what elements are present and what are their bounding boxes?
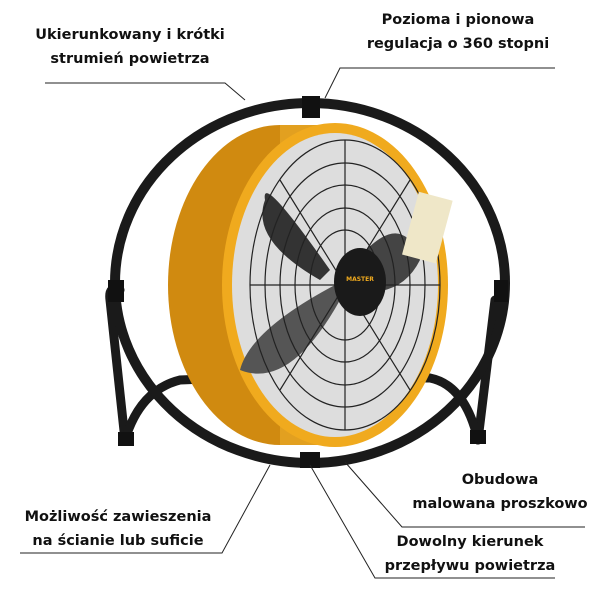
right-foot — [470, 430, 486, 444]
callout-direction-line1: Dowolny kierunek — [396, 534, 544, 550]
bottom-pivot — [300, 452, 320, 468]
callout-rotation-line1: Pozioma i pionowa — [381, 12, 535, 28]
left-pivot-knob — [108, 280, 124, 302]
callout-airflow-line2: strumień powietrza — [50, 51, 210, 67]
callout-coating: Obudowa malowana proszkowo — [412, 468, 587, 516]
right-pivot-knob — [494, 280, 508, 302]
motor-hub — [334, 248, 386, 316]
callout-mounting-line1: Możliwość zawieszenia — [24, 509, 212, 525]
callout-coating-line2: malowana proszkowo — [412, 496, 588, 512]
callout-airflow: Ukierunkowany i krótki strumień powietrz… — [35, 23, 225, 71]
brand-logo: MASTER — [346, 276, 374, 283]
left-foot — [118, 432, 134, 446]
callout-mounting-line2: na ścianie lub suficie — [32, 533, 204, 549]
callout-coating-line1: Obudowa — [461, 472, 539, 488]
callout-mounting: Możliwość zawieszenia na ścianie lub suf… — [25, 505, 212, 553]
top-pivot — [302, 96, 320, 118]
callout-lines — [20, 67, 585, 579]
callout-direction: Dowolny kierunek przepływu powietrza — [385, 530, 556, 578]
callout-rotation: Pozioma i pionowa regulacja o 360 stopni — [367, 8, 549, 56]
callout-direction-line2: przepływu powietrza — [384, 558, 556, 574]
warning-label — [402, 191, 453, 264]
callout-rotation-line2: regulacja o 360 stopni — [366, 36, 550, 52]
callout-airflow-line1: Ukierunkowany i krótki — [35, 27, 225, 43]
